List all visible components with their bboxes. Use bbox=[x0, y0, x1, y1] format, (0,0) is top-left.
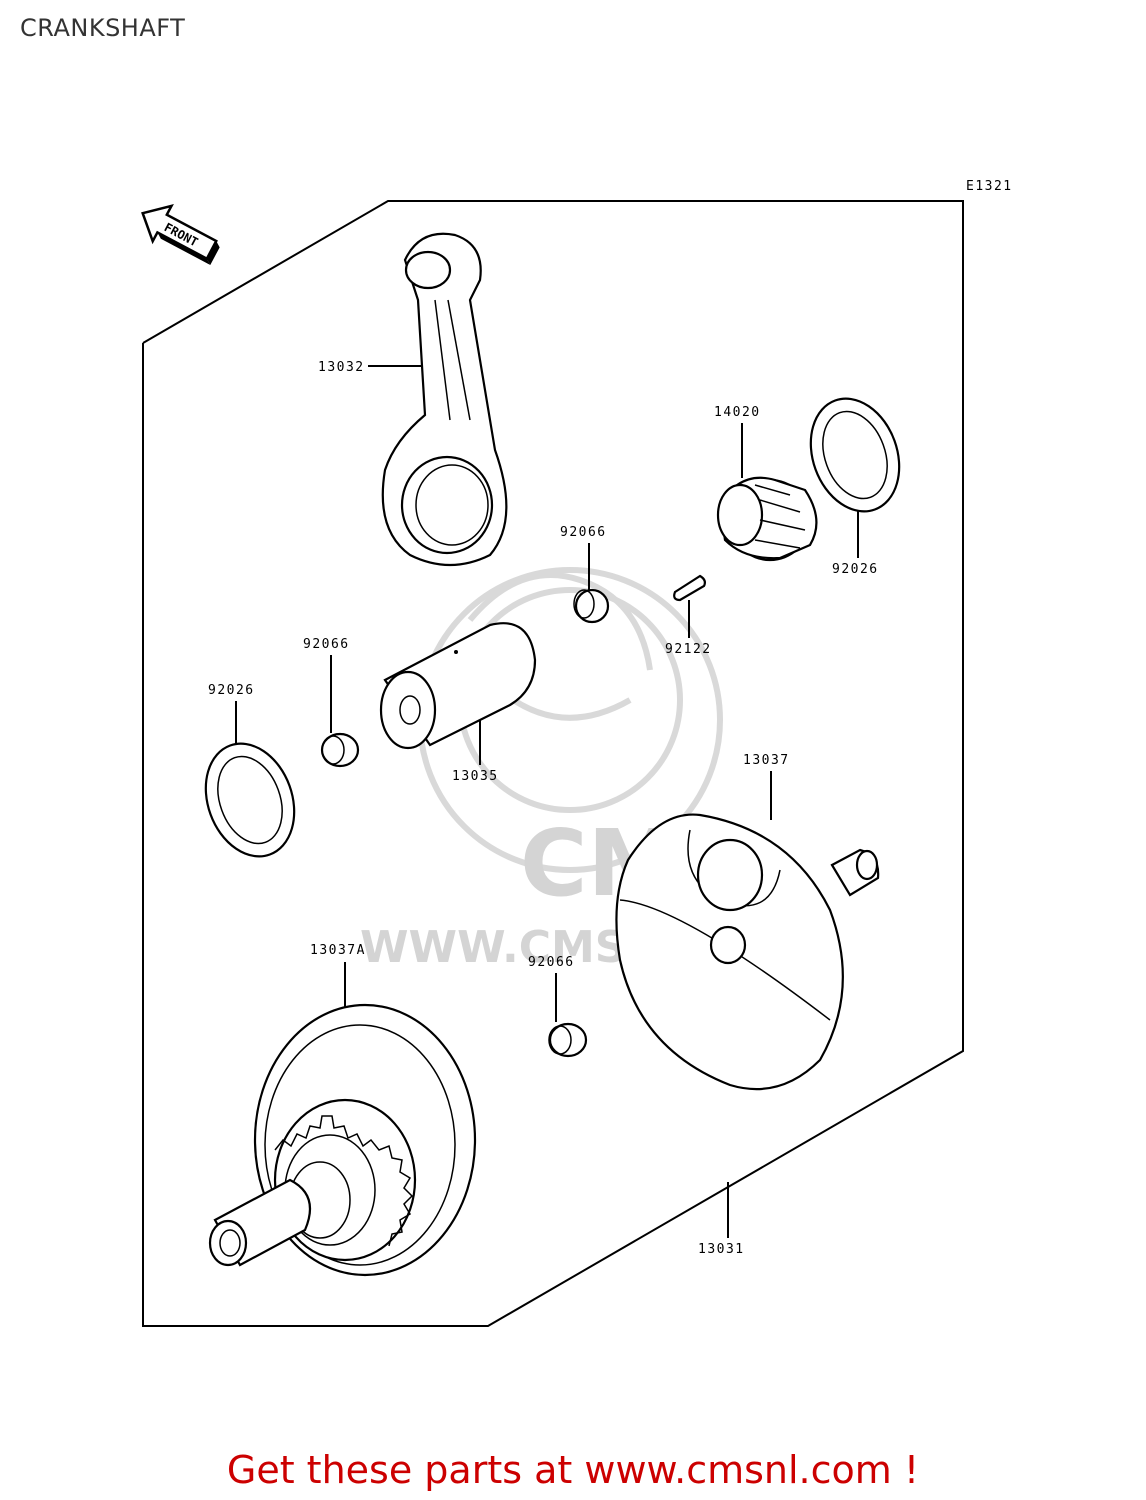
part-label-13037: 13037 bbox=[743, 753, 790, 768]
part-label-92066-upper: 92066 bbox=[560, 525, 607, 540]
bushing-92066-lower bbox=[548, 1022, 588, 1058]
pin-92122 bbox=[673, 574, 706, 602]
part-label-92066-lower: 92066 bbox=[528, 955, 575, 970]
crank-half-13037A bbox=[208, 1003, 477, 1277]
part-label-13037A: 13037A bbox=[310, 943, 366, 958]
part-label-13035: 13035 bbox=[452, 769, 499, 784]
part-label-13031: 13031 bbox=[698, 1242, 745, 1257]
bushing-92066-upper bbox=[573, 588, 610, 624]
part-label-92066-left: 92066 bbox=[303, 637, 350, 652]
needle-bearing-14020 bbox=[716, 476, 818, 562]
front-arrow-icon: FRONT bbox=[141, 203, 220, 266]
exploded-parts-diagram: CMS WWW.CMSNL.COM E1321 FRONT 13032 1402… bbox=[141, 179, 1013, 1327]
washer-92026-right bbox=[809, 397, 901, 513]
part-label-92026-left: 92026 bbox=[208, 683, 255, 698]
part-label-92122: 92122 bbox=[665, 642, 712, 657]
diagram-code: E1321 bbox=[966, 179, 1013, 194]
part-label-14020: 14020 bbox=[714, 405, 761, 420]
crank-half-13037 bbox=[615, 813, 880, 1091]
washer-92026-left bbox=[204, 742, 296, 858]
connecting-rod-13032 bbox=[381, 232, 508, 567]
bushing-92066-left bbox=[320, 732, 360, 768]
gear-icon bbox=[273, 1098, 417, 1262]
part-label-92026-right: 92026 bbox=[832, 562, 879, 577]
part-label-13032: 13032 bbox=[318, 360, 365, 375]
page-title: CRANKSHAFT bbox=[20, 14, 186, 42]
assembly-frame bbox=[142, 200, 964, 1327]
crankpin-13035 bbox=[379, 622, 537, 750]
footer-link[interactable]: Get these parts at www.cmsnl.com ! bbox=[226, 1448, 920, 1492]
